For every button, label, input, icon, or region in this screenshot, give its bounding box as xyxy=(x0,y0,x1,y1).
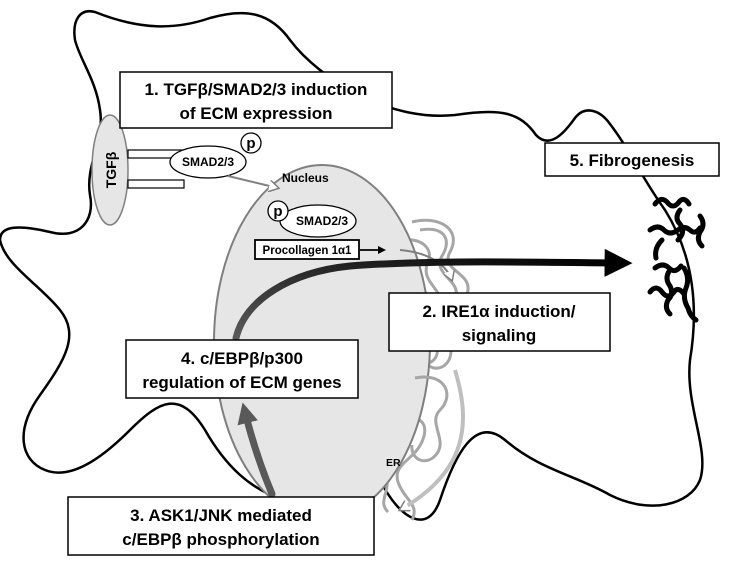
phospho-nucleus-label: p xyxy=(273,203,282,220)
step2-line2: signaling xyxy=(462,326,537,345)
phosphorylation-arrow xyxy=(237,402,276,498)
phospho-cytoplasm xyxy=(240,132,262,154)
step3-line2: c/EBPβ phosphorylation xyxy=(122,530,319,549)
smad-translocation-arrow xyxy=(227,175,278,188)
step5-box: 5. Fibrogenesis xyxy=(544,142,720,177)
phospho-cytoplasm-label: p xyxy=(246,135,255,152)
step2-box: 2. IRE1α induction/ signaling xyxy=(388,292,611,352)
step1-line1: 1. TGFβ/SMAD2/3 induction xyxy=(145,80,368,99)
smad-cytoplasm-label: SMAD2/3 xyxy=(182,155,234,169)
phospho-nucleus xyxy=(267,200,289,222)
step3-box: 3. ASK1/JNK mediated c/EBPβ phosphorylat… xyxy=(67,496,375,556)
step1-box: 1. TGFβ/SMAD2/3 induction of ECM express… xyxy=(119,71,393,129)
ire1-signal-arrow xyxy=(400,369,465,512)
step4-line2: regulation of ECM genes xyxy=(142,373,341,392)
er-folds-lower xyxy=(410,375,449,463)
step3-line1: 3. ASK1/JNK mediated xyxy=(130,506,312,525)
step4-box: 4. c/EBPβ/p300 regulation of ECM genes xyxy=(125,339,359,399)
receptor-bar-bottom xyxy=(127,179,185,189)
nucleus-label: Nucleus xyxy=(282,171,329,185)
smad-cytoplasm xyxy=(169,145,247,179)
tgfb-label: TGFβ xyxy=(103,151,119,188)
step4-line1: 4. c/EBPβ/p300 xyxy=(181,349,303,368)
procollagen-box xyxy=(254,239,360,260)
cell-membrane xyxy=(0,9,704,521)
tgfb-receptor xyxy=(91,114,129,226)
smad-nucleus-label: SMAD2/3 xyxy=(296,214,348,228)
procollagen-label: Procollagen 1α1 xyxy=(263,245,352,257)
fibrogenesis-arrow xyxy=(232,248,633,342)
step2-line1: 2. IRE1α induction/ xyxy=(422,302,575,321)
step1-line2: of ECM expression xyxy=(179,104,332,123)
collagen-fibrils-icon xyxy=(647,196,706,323)
er-label: ER xyxy=(386,457,401,469)
step5-text: 5. Fibrogenesis xyxy=(570,151,695,170)
